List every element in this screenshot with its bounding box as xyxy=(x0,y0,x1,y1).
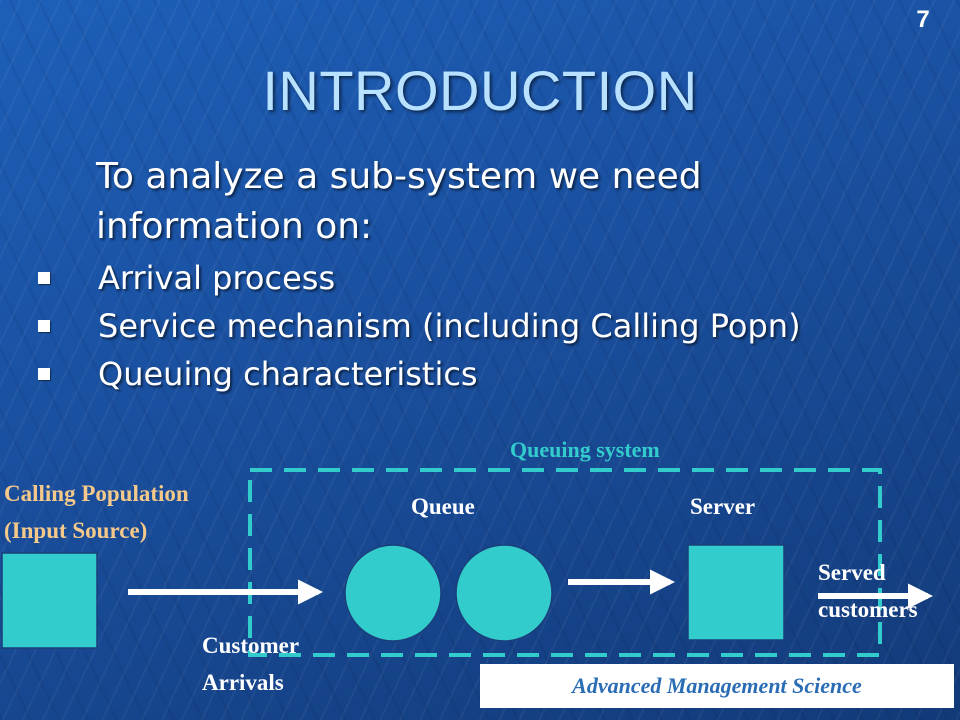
bullet-text: Arrival process xyxy=(98,259,336,297)
input-source-label: (Input Source) xyxy=(4,518,147,543)
intro-text: To analyze a sub-system we need informat… xyxy=(96,156,702,247)
queuing-system-boundary xyxy=(248,468,882,657)
queue-customer-circle xyxy=(344,544,442,642)
bullet-item: Service mechanism (including Calling Pop… xyxy=(30,304,850,348)
slide-number: 7 xyxy=(916,6,930,33)
customers-label: customers xyxy=(818,597,918,622)
queue-customer-circle xyxy=(455,544,553,642)
customer-label: Customer xyxy=(202,633,299,658)
square-bullet-icon xyxy=(38,368,50,380)
bullet-list: Arrival process Service mechanism (inclu… xyxy=(30,256,850,400)
footer-box: Advanced Management Science xyxy=(480,664,954,708)
calling-population-box xyxy=(1,552,98,649)
bullet-item: Queuing characteristics xyxy=(30,352,850,396)
queuing-system-label: Queuing system xyxy=(510,437,660,462)
calling-population-label: Calling Population xyxy=(4,481,189,506)
square-bullet-icon xyxy=(38,272,50,284)
arrivals-label: Arrivals xyxy=(202,670,284,695)
bullet-text: Service mechanism (including Calling Pop… xyxy=(98,307,801,345)
server-label: Server xyxy=(690,494,755,519)
queue-label: Queue xyxy=(411,494,475,519)
slide-title: INTRODUCTION xyxy=(262,59,698,122)
bullet-item: Arrival process xyxy=(30,256,850,300)
footer-text: Advanced Management Science xyxy=(572,673,862,698)
square-bullet-icon xyxy=(38,320,50,332)
served-label: Served xyxy=(818,560,886,585)
bullet-text: Queuing characteristics xyxy=(98,355,478,393)
server-box xyxy=(687,544,785,641)
